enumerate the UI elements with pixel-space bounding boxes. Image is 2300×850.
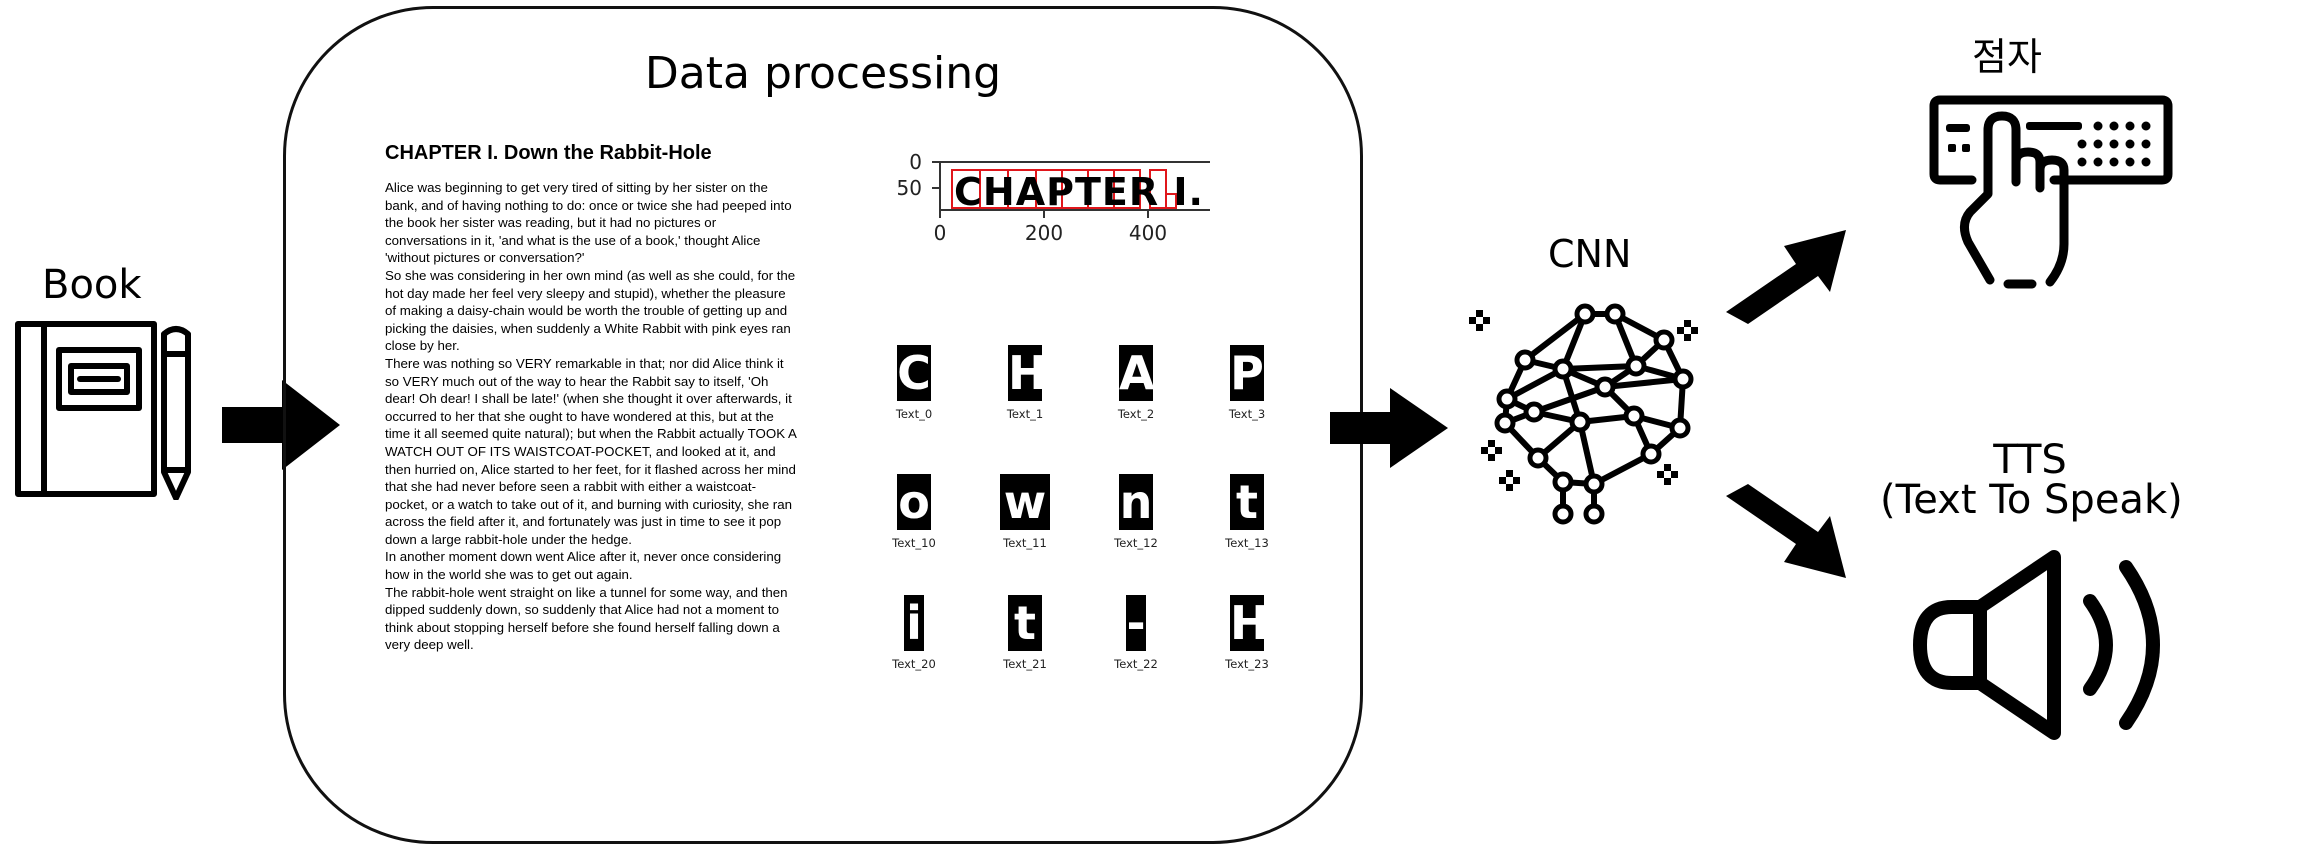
plot-x-tick: 400 [1129, 221, 1167, 245]
cnn-label: CNN [1548, 232, 1632, 276]
char-tile-glyph: C [897, 345, 931, 401]
char-tile-caption: Text_11 [1003, 536, 1047, 550]
char-tile: n Text_12 [1081, 474, 1191, 550]
char-tile: C Text_0 [859, 345, 969, 421]
char-tile-caption: Text_12 [1114, 536, 1158, 550]
char-tile: H Text_23 [1192, 595, 1302, 671]
braille-label: 점자 [1972, 35, 2042, 79]
char-tile-glyph: A [1119, 345, 1155, 401]
tts-label-line1: TTS [1993, 437, 2067, 483]
char-tile-caption: Text_21 [1003, 657, 1047, 671]
document-body: Alice was beginning to get very tired of… [385, 179, 797, 654]
char-tile: P Text_3 [1192, 345, 1302, 421]
plot-y-tick: 50 [897, 176, 922, 200]
char-tile-glyph: P [1230, 345, 1264, 401]
char-tile-glyph: t [1230, 474, 1264, 530]
char-tile-glyph: i [904, 595, 924, 651]
char-tile: o Text_10 [859, 474, 969, 550]
char-tile-glyph: o [897, 474, 931, 530]
neural-network-brain-icon [1469, 303, 1698, 525]
char-tile-caption: Text_0 [895, 407, 933, 421]
speaker-icon [1913, 550, 2160, 740]
detection-boxes [951, 169, 1177, 209]
document-paragraph: Alice was beginning to get very tired of… [385, 180, 792, 266]
char-tile-caption: Text_20 [892, 657, 936, 671]
char-tile-glyph: H [1230, 595, 1269, 651]
document-paragraph: There was nothing so VERY remarkable in … [385, 355, 797, 547]
plot-y-tick: 0 [909, 150, 922, 174]
plot-detected-word: CHAPTER I. [954, 170, 1204, 214]
book-with-pencil-icon [15, 321, 191, 500]
book-label: Book [42, 262, 142, 308]
plot-x-tick: 0 [934, 221, 947, 245]
char-tile-caption: Text_2 [1117, 407, 1155, 421]
document-paragraph: In another moment down went Alice after … [385, 549, 782, 583]
arrow-icon [1330, 388, 1448, 468]
word-detection-plot: 0 50 0 200 400 CHAPTER I. [897, 150, 1210, 245]
char-tile: - Text_22 [1081, 595, 1191, 671]
char-tile-glyph: w [1000, 474, 1050, 530]
char-tile: w Text_11 [970, 474, 1080, 550]
document-title: CHAPTER I. Down the Rabbit-Hole [385, 142, 712, 164]
char-tile: A Text_2 [1081, 345, 1191, 421]
plot-x-tick: 200 [1025, 221, 1063, 245]
char-tile-caption: Text_23 [1225, 657, 1269, 671]
char-tile-caption: Text_10 [892, 536, 936, 550]
char-tile: t Text_21 [970, 595, 1080, 671]
tts-label-line2: (Text To Speak) [1880, 477, 2183, 523]
char-tile-glyph: H [1008, 345, 1047, 401]
char-tile-glyph: t [1008, 595, 1042, 651]
char-tile: i Text_20 [859, 595, 969, 671]
char-tile-caption: Text_13 [1225, 536, 1269, 550]
char-tile-caption: Text_1 [1006, 407, 1044, 421]
document-paragraph: So she was considering in her own mind (… [385, 267, 796, 354]
char-tile-glyph: n [1119, 474, 1153, 530]
arrow-icon [222, 380, 340, 470]
char-tile: t Text_13 [1192, 474, 1302, 550]
arrow-icon [1726, 230, 1846, 324]
tts-label: TTS (Text To Speak) [1880, 437, 2183, 523]
braille-display-finger-icon [1929, 95, 2173, 289]
char-tile-caption: Text_3 [1228, 407, 1266, 421]
arrow-icon [1726, 484, 1846, 578]
panel-title: Data processing [644, 48, 1002, 99]
char-tile-caption: Text_22 [1114, 657, 1158, 671]
document-page: CHAPTER I. Down the Rabbit-Hole Alice wa… [385, 142, 797, 654]
char-tile-glyph: - [1126, 595, 1146, 651]
char-tile: H Text_1 [970, 345, 1080, 421]
document-paragraph: The rabbit-hole went straight on like a … [385, 584, 788, 653]
